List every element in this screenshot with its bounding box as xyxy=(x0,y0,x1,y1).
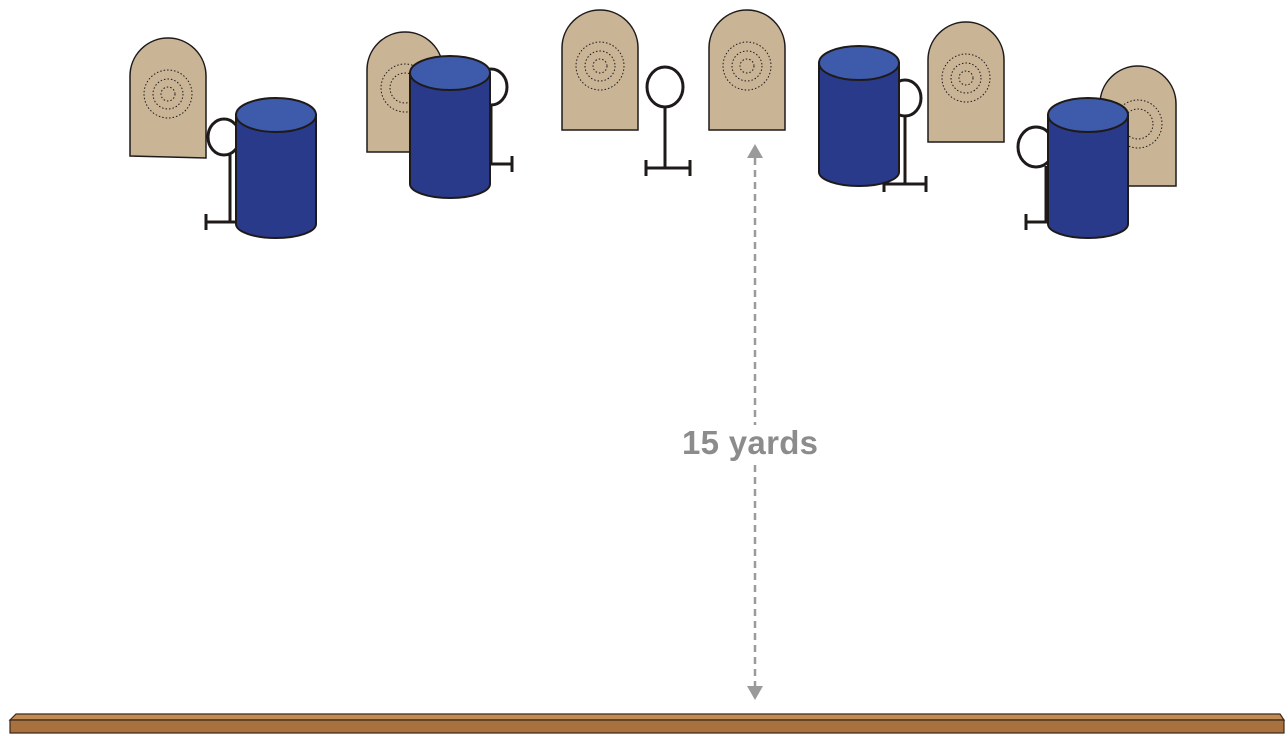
barrel-icon xyxy=(235,97,317,239)
distance-label: 15 yards xyxy=(682,424,819,461)
steel-plate-icon xyxy=(644,65,692,176)
distance-arrow-icon xyxy=(747,144,763,700)
paper-target-icon xyxy=(561,9,639,131)
barrel-icon xyxy=(409,55,491,199)
paper-target-icon xyxy=(129,37,207,159)
barrel-icon xyxy=(1047,97,1129,239)
paper-target-icon xyxy=(927,21,1005,143)
wood-plank-icon xyxy=(8,713,1286,734)
barrel-icon xyxy=(818,45,900,187)
paper-target-icon xyxy=(708,9,786,131)
